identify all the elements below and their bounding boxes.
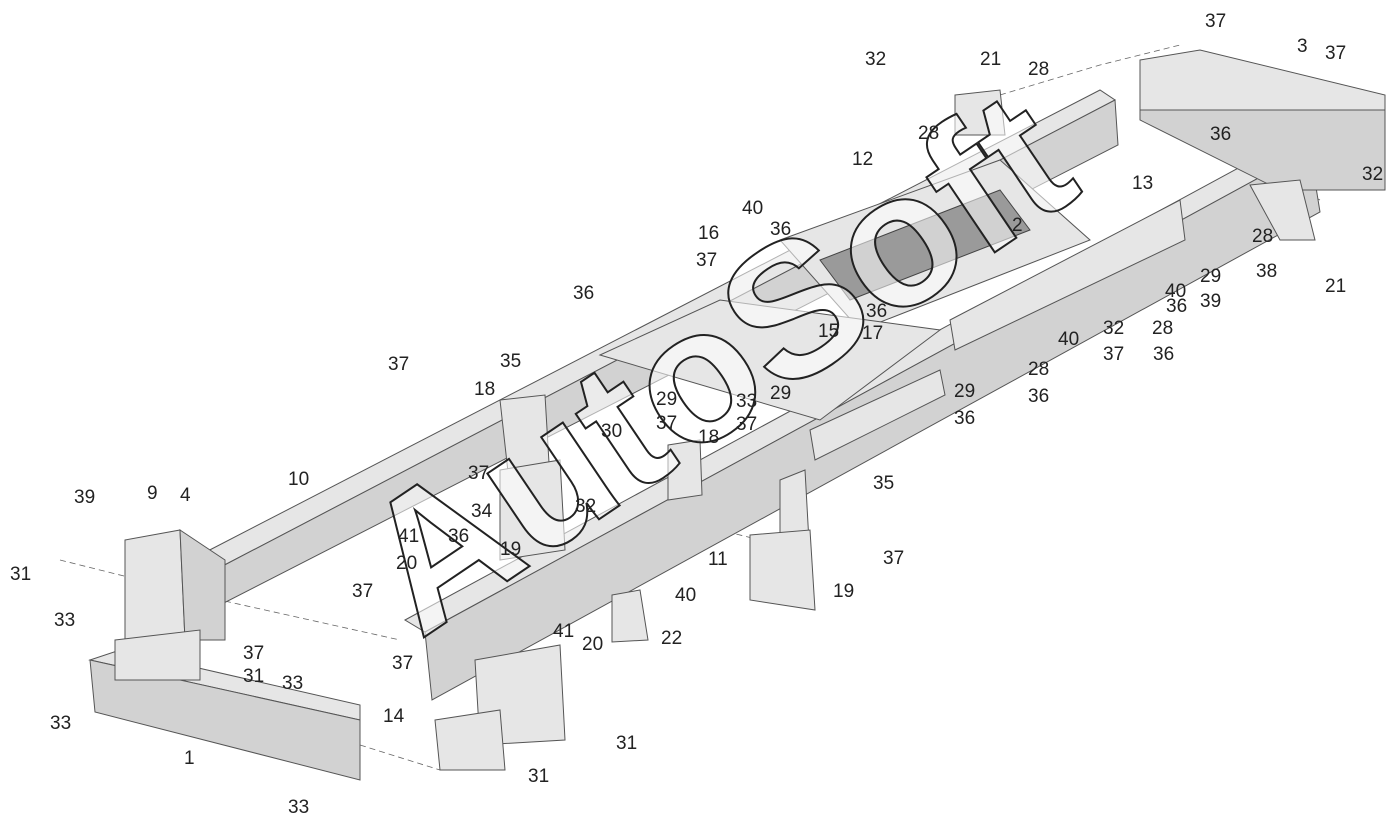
- callout-37: 37: [656, 413, 677, 434]
- callout-18: 18: [474, 379, 495, 400]
- callout-30: 30: [601, 421, 622, 442]
- callout-37: 37: [388, 354, 409, 375]
- callout-37: 37: [243, 643, 264, 664]
- callout-33: 33: [736, 391, 757, 412]
- callout-19: 19: [500, 539, 521, 560]
- callout-29: 29: [954, 381, 975, 402]
- callout-40: 40: [742, 198, 763, 219]
- callout-28: 28: [1028, 59, 1049, 80]
- callout-31: 31: [616, 733, 637, 754]
- callout-40: 40: [1165, 281, 1186, 302]
- callout-33: 33: [282, 673, 303, 694]
- callout-40: 40: [1058, 329, 1079, 350]
- callout-33: 33: [288, 797, 309, 818]
- callout-36: 36: [1153, 344, 1174, 365]
- callout-28: 28: [1252, 226, 1273, 247]
- callout-32: 32: [1362, 164, 1383, 185]
- callout-36: 36: [1028, 386, 1049, 407]
- callout-37: 37: [736, 414, 757, 435]
- callout-21: 21: [980, 49, 1001, 70]
- callout-31: 31: [528, 766, 549, 787]
- callout-35: 35: [500, 351, 521, 372]
- callout-13: 13: [1132, 173, 1153, 194]
- callout-16: 16: [698, 223, 719, 244]
- callout-33: 33: [54, 610, 75, 631]
- callout-37: 37: [468, 463, 489, 484]
- callout-34: 34: [471, 501, 493, 522]
- callout-15: 15: [818, 321, 839, 342]
- callout-22: 22: [661, 628, 682, 649]
- callout-37: 37: [392, 653, 413, 674]
- callout-32: 32: [575, 496, 596, 517]
- callout-37: 37: [1205, 11, 1226, 32]
- callout-17: 17: [862, 323, 883, 344]
- callout-32: 32: [865, 49, 886, 70]
- callout-28: 28: [918, 123, 939, 144]
- callout-37: 37: [883, 548, 904, 569]
- callout-29: 29: [1200, 266, 1221, 287]
- callout-28: 28: [1152, 318, 1173, 339]
- callout-40: 40: [675, 585, 696, 606]
- callout-28: 28: [1028, 359, 1049, 380]
- callout-39: 39: [1200, 291, 1221, 312]
- callout-31: 31: [10, 564, 31, 585]
- callout-37: 37: [352, 581, 373, 602]
- callout-36: 36: [573, 283, 594, 304]
- callout-29: 29: [770, 383, 791, 404]
- callout-19: 19: [833, 581, 854, 602]
- callout-36: 36: [1210, 124, 1231, 145]
- callout-36: 36: [448, 526, 469, 547]
- callout-37: 37: [1103, 344, 1124, 365]
- callout-14: 14: [383, 706, 405, 727]
- callout-36: 36: [954, 408, 975, 429]
- callout-35: 35: [873, 473, 894, 494]
- callout-12: 12: [852, 149, 873, 170]
- callout-10: 10: [288, 469, 309, 490]
- callout-3: 3: [1297, 36, 1308, 57]
- callout-41: 41: [553, 621, 574, 642]
- callout-21: 21: [1325, 276, 1346, 297]
- callout-41: 41: [398, 526, 419, 547]
- callout-2: 2: [1012, 215, 1023, 236]
- callout-36: 36: [1166, 296, 1187, 317]
- callout-9: 9: [147, 483, 158, 504]
- callout-39: 39: [74, 487, 95, 508]
- callout-20: 20: [396, 553, 417, 574]
- callout-29: 29: [656, 389, 677, 410]
- callout-20: 20: [582, 634, 603, 655]
- callout-18: 18: [698, 427, 719, 448]
- callout-36: 36: [866, 301, 887, 322]
- callout-1: 1: [184, 748, 195, 769]
- callout-38: 38: [1256, 261, 1277, 282]
- callout-11: 11: [708, 549, 728, 570]
- callout-31: 31: [243, 666, 264, 687]
- brackets: [114, 89, 1316, 771]
- callout-37: 37: [696, 250, 717, 271]
- callout-33: 33: [50, 713, 71, 734]
- callout-37: 37: [1325, 43, 1346, 64]
- callout-4: 4: [180, 485, 191, 506]
- callout-32: 32: [1103, 318, 1124, 339]
- callout-36: 36: [770, 219, 791, 240]
